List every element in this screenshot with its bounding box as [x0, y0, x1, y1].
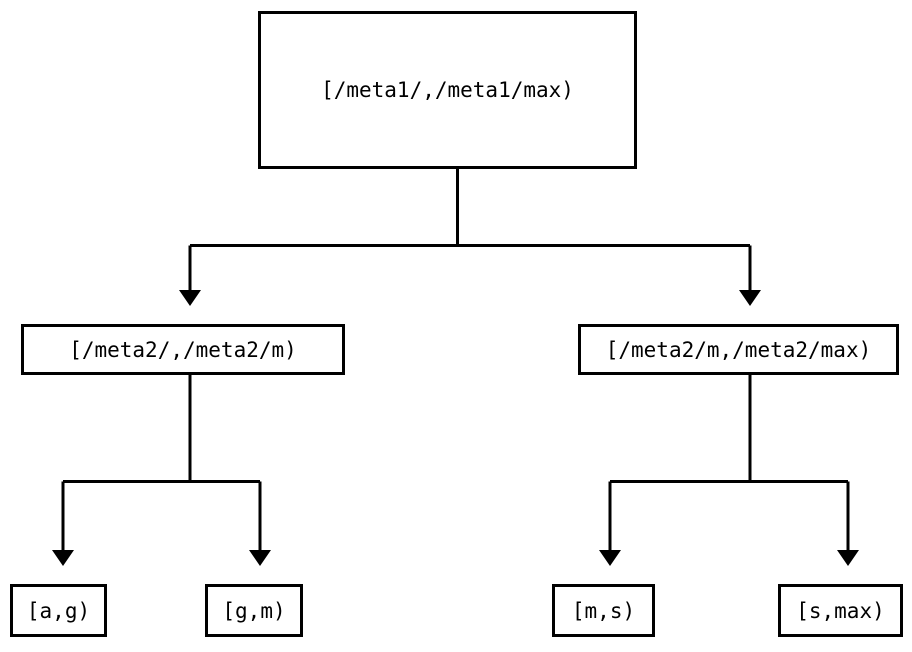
arrowhead-mid-right-to-leaf4: [837, 550, 859, 566]
tree-node-mid-right[interactable]: [/meta2/m,/meta2/max): [578, 324, 899, 375]
tree-node-leaf-4[interactable]: [s,max): [778, 584, 903, 637]
tree-node-mid-right-label: [/meta2/m,/meta2/max): [605, 337, 872, 362]
tree-node-leaf-1-label: [a,g): [26, 598, 91, 623]
arrowhead-mid-left-to-leaf1: [52, 550, 74, 566]
arrowhead-mid-left-to-leaf2: [249, 550, 271, 566]
arrowhead-mid-right-to-leaf3: [599, 550, 621, 566]
tree-node-root-label: [/meta1/,/meta1/max): [321, 78, 574, 102]
tree-node-leaf-3-label: [m,s): [571, 598, 636, 623]
tree-node-leaf-3[interactable]: [m,s): [552, 584, 655, 637]
tree-node-leaf-2-label: [g,m): [222, 598, 286, 623]
tree-node-leaf-2[interactable]: [g,m): [205, 584, 303, 637]
arrowhead-root-to-mid-right: [739, 290, 761, 306]
tree-node-mid-left-label: [/meta2/,/meta2/m): [69, 337, 297, 362]
tree-node-root[interactable]: [/meta1/,/meta1/max): [258, 11, 637, 169]
arrowhead-root-to-mid-left: [179, 290, 201, 306]
tree-node-mid-left[interactable]: [/meta2/,/meta2/m): [21, 324, 345, 375]
tree-node-leaf-1[interactable]: [a,g): [10, 584, 107, 637]
tree-node-leaf-4-label: [s,max): [796, 598, 885, 623]
